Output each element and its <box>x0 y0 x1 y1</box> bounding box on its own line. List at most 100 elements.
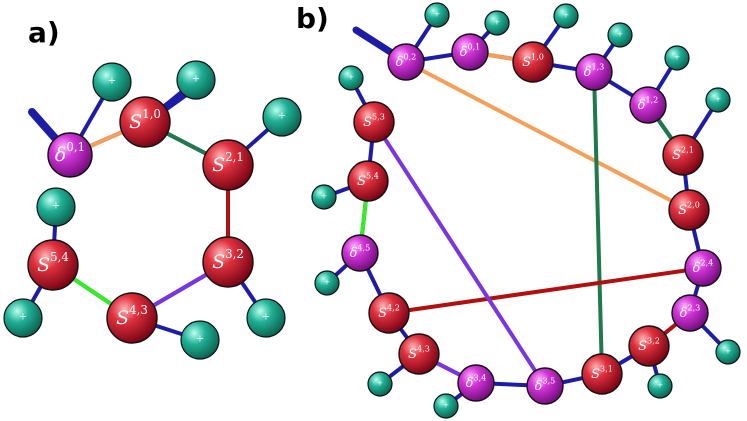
node-sphere <box>202 139 254 191</box>
hydrogen-atom <box>338 65 364 91</box>
hydrogen-plus: + <box>563 11 570 20</box>
node-label: S5,4 <box>37 250 69 276</box>
hydrogen-atom <box>176 60 216 100</box>
hydrogen-atom <box>433 393 459 419</box>
node-sphere <box>347 160 389 202</box>
node-a-S32: S3,2 <box>202 236 254 288</box>
hydrogen-atom <box>3 298 43 338</box>
hydrogen-atom <box>367 371 393 397</box>
node-label: S3,2 <box>212 247 244 273</box>
hydrogen-atom <box>715 339 741 365</box>
node-sphere <box>581 353 623 395</box>
hydrogen-atom <box>246 298 286 338</box>
hydrogen-plus: + <box>321 192 328 201</box>
node-b-d34: δ3,4 <box>457 364 495 402</box>
hydrogen-plus: + <box>434 10 441 19</box>
node-b-d13: δ1,3 <box>575 53 613 91</box>
node-label: δ0,1 <box>55 140 85 166</box>
node-sphere <box>202 236 254 288</box>
node-label: δ3,5 <box>535 376 556 393</box>
node-b-d45: δ4,5 <box>341 234 379 272</box>
hydrogen-plus: + <box>377 379 384 388</box>
node-b-d02: δ0,2 <box>387 43 425 81</box>
node-sphere <box>671 294 709 332</box>
node-b-S10: S1,0 <box>512 41 554 83</box>
node-label: S4,2 <box>378 303 400 320</box>
node-b-d23: δ2,3 <box>671 294 709 332</box>
node-label: δ0,1 <box>460 42 481 59</box>
hydrogen-plus: + <box>108 76 116 87</box>
node-b-d12: δ1,2 <box>629 86 667 124</box>
node-b-d35: δ3,5 <box>526 367 564 405</box>
node-sphere <box>27 239 79 291</box>
hydrogen-atom <box>314 270 340 296</box>
node-label: S2,1 <box>212 150 244 176</box>
node-sphere <box>629 86 667 124</box>
node-b-S31: S3,1 <box>581 353 623 395</box>
node-a-S54: S5,4 <box>27 239 79 291</box>
node-b-d24: δ2,4 <box>684 249 722 287</box>
node-label: S2,1 <box>672 145 694 162</box>
hydrogen-plus: + <box>324 278 331 287</box>
node-b-S54: S5,4 <box>347 160 389 202</box>
hydrogen-atom <box>705 87 731 113</box>
node-b-S32: S3,2 <box>628 325 670 367</box>
hydrogen-plus: + <box>192 74 200 85</box>
node-b-S20: S2,0 <box>668 189 710 231</box>
node-label: δ2,4 <box>693 258 714 275</box>
hydrogen-plus: + <box>494 18 501 27</box>
node-label: δ2,3 <box>680 303 701 320</box>
node-sphere <box>353 101 395 143</box>
hydrogen-plus: + <box>19 312 27 323</box>
hydrogen-atom <box>647 373 673 399</box>
node-label: S3,2 <box>638 336 660 353</box>
node-label: S5,3 <box>363 112 385 129</box>
hydrogen-plus: + <box>657 381 664 390</box>
node-label: S4,3 <box>408 344 430 361</box>
node-label: δ4,5 <box>350 243 371 260</box>
hydrogen-plus: + <box>725 347 732 356</box>
node-label: δ1,2 <box>638 95 659 112</box>
node-sphere <box>119 96 171 148</box>
node-sphere <box>512 41 554 83</box>
hydrogen-atom <box>553 3 579 29</box>
node-sphere <box>628 325 670 367</box>
hydrogen-atom <box>484 10 510 36</box>
hydrogen-atom <box>262 97 302 137</box>
node-b-S42: S4,2 <box>368 292 410 334</box>
node-sphere <box>684 249 722 287</box>
node-b-S21: S2,1 <box>662 134 704 176</box>
hydrogen-plus: + <box>52 201 60 212</box>
node-label: S3,1 <box>591 364 613 381</box>
node-label: δ1,3 <box>584 62 605 79</box>
hydrogen-plus: + <box>443 401 450 410</box>
node-sphere <box>662 134 704 176</box>
node-sphere <box>668 189 710 231</box>
node-sphere <box>398 333 440 375</box>
hydrogen-plus: + <box>278 111 286 122</box>
node-a-S21: S2,1 <box>202 139 254 191</box>
hydrogen-plus: + <box>617 30 624 39</box>
hydrogen-atom <box>607 22 633 48</box>
node-sphere <box>451 33 489 71</box>
node-label: S2,0 <box>678 200 700 217</box>
hydrogen-atom <box>664 45 690 71</box>
node-sphere <box>526 367 564 405</box>
node-sphere <box>368 292 410 334</box>
bond-b-d13-S31 <box>592 70 604 376</box>
panel-b-label: b) <box>296 2 329 35</box>
node-a-S10: S1,0 <box>119 96 171 148</box>
node-b-d01: δ0,1 <box>451 33 489 71</box>
hydrogen-plus: + <box>715 95 722 104</box>
hydrogen-plus: + <box>348 73 355 82</box>
node-label: δ3,4 <box>466 373 487 390</box>
node-a-S43: S4,3 <box>106 292 158 344</box>
node-b-S53: S5,3 <box>353 101 395 143</box>
node-label: S4,3 <box>116 303 148 329</box>
node-sphere <box>106 292 158 344</box>
hydrogen-atom <box>36 187 76 227</box>
node-sphere <box>387 43 425 81</box>
node-label: S5,4 <box>357 171 379 188</box>
